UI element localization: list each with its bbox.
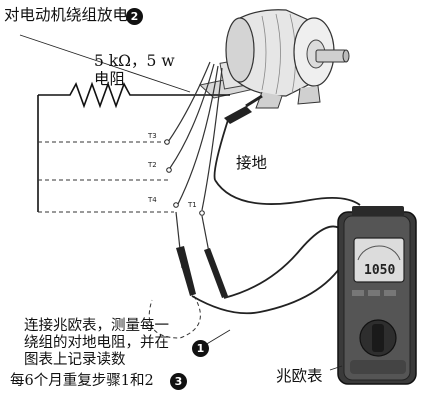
instruction-line-1: 连接兆欧表，测量每一	[24, 318, 169, 334]
motor-icon	[198, 9, 350, 109]
instruction-line-3: 图表上记录读数	[24, 352, 126, 368]
ground-label: 接地	[236, 154, 268, 172]
dashed-connections	[38, 141, 201, 339]
resistor-value-label: 5 kΩ，5 w	[94, 52, 175, 70]
megohmmeter-icon	[337, 206, 417, 385]
step-2-badge: 2	[126, 8, 143, 25]
repeat-label: 每6个月重复步骤1和2	[10, 373, 154, 389]
test-probes	[175, 211, 345, 315]
terminal-t3-label: T3	[148, 132, 157, 140]
ground-clip	[213, 94, 361, 206]
terminal-t4-label: T4	[148, 196, 157, 204]
resistor-name-label: 电阻	[94, 70, 126, 88]
resistor-symbol	[37, 81, 230, 212]
step-3-badge: 3	[170, 373, 187, 390]
meter-reading: 1050	[364, 263, 396, 278]
terminal-t2-label: T2	[148, 161, 157, 169]
motor-leads	[167, 61, 223, 211]
step-1-badge: 1	[192, 340, 209, 357]
megohmmeter-label: 兆欧表	[276, 367, 323, 385]
discharge-label: 对电动机绕组放电	[4, 6, 129, 24]
terminal-t1-label: T1	[188, 201, 197, 209]
instruction-line-2: 绕组的对地电阻，并在	[24, 335, 169, 351]
